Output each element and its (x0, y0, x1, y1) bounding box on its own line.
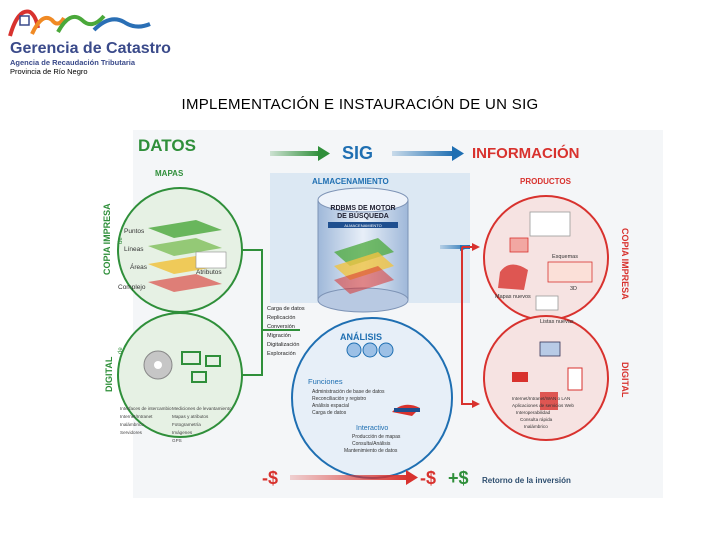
informacion-heading: INFORMACIÓN (472, 144, 580, 162)
logo-mark (8, 9, 151, 37)
product-item-3: Listas nuevas (540, 319, 574, 325)
stack-layer-2 (334, 252, 394, 280)
rdbms-line-1: RDBMS DE MOTOR (330, 205, 395, 212)
digital-info-0: Internet/Intranet/WAN o LAN (512, 396, 570, 401)
layer-complex-map (148, 274, 222, 292)
sig-heading: SIG (342, 143, 373, 163)
process-2: Conversión (267, 324, 295, 330)
new-list-sheet (535, 295, 559, 311)
arrow-sig-info (392, 151, 454, 156)
datos-mapas-label: MAPAS (155, 169, 184, 178)
digital-info-3: Consulta rápida (520, 417, 553, 422)
logo-province: Provincia de Río Negro (10, 67, 88, 76)
sig-to-info-connector (461, 247, 476, 405)
rdbms-line-2: DE BÚSQUEDA (337, 211, 389, 220)
plus-dollar: +$ (448, 468, 469, 488)
digital-right-0: Mediciones de levantamiento (172, 406, 232, 411)
info-copia-label: COPIA IMPRESA (620, 228, 630, 300)
digital-right-3: Imágenes (172, 430, 193, 435)
digital-left-3: Servidores (120, 430, 143, 435)
logo-swoosh-green (56, 14, 106, 33)
digital-right-2: Fotogrametría (172, 422, 201, 427)
process-3: Migración (267, 333, 291, 339)
datos-copia-label: COPIA IMPRESA (102, 203, 112, 275)
layer-label-areas: Áreas (130, 262, 148, 271)
layer-points-map (148, 220, 222, 238)
device-icon (567, 367, 583, 391)
server-icon (540, 392, 558, 410)
minus-dollar-mid: -$ (420, 468, 436, 488)
digital-left-2: Inalámbrico (120, 422, 144, 427)
logo-subtitle: Agencia de Recaudación Tributaria (10, 58, 136, 67)
interactivo-item-0: Producción de mapas (352, 434, 401, 440)
logo-swoosh-blue (92, 17, 151, 32)
arrow-sig-info-head (452, 146, 464, 161)
info-digital-label: DIGITAL (620, 362, 630, 398)
datos-digital-label: DIGITAL (104, 356, 114, 392)
interactivo-item-1: Consulta/Análisis (352, 441, 391, 447)
funciones-item-3: Carga de datos (312, 410, 347, 416)
gear-icon (346, 342, 362, 358)
info-digital-circle (483, 315, 609, 441)
layer-label-lines: Líneas (124, 246, 144, 253)
stack-layer-3 (334, 266, 394, 294)
process-4: Digitalización (267, 342, 299, 348)
digital-info-2: Interoperabilidad (516, 410, 551, 415)
product-item-0: Esquemas (552, 254, 578, 260)
funciones-item-1: Reconciliación y registro (312, 396, 366, 402)
attributes-label: Atributos (196, 269, 222, 276)
product-item-2: Mapas nuevos (495, 294, 531, 300)
chart-sheet (509, 237, 529, 253)
datos-heading: DATOS (138, 136, 196, 155)
schema-sheet (529, 211, 571, 237)
arrow-datos-sig-head (318, 146, 330, 161)
attributes-table (195, 251, 227, 269)
interactivo-label: Interactivo (356, 425, 388, 432)
page-title: IMPLEMENTACIÓN E INSTAURACIÓN DE UN SIG (181, 96, 539, 113)
digital-right-4: GPS (172, 438, 182, 443)
layer-label-complex: Complejo (118, 284, 146, 291)
monitor-icon (539, 341, 561, 357)
process-5: Exploración (267, 351, 296, 357)
product-item-1: 3D (570, 286, 577, 292)
stack-layer-1 (334, 238, 394, 266)
funciones-item-0: Administración de base de datos (312, 389, 385, 395)
logo-name: Gerencia de Catastro (10, 40, 171, 57)
productos-label: PRODUCTOS (520, 177, 572, 186)
cd-hole (154, 361, 162, 369)
layer-lines-map (148, 238, 222, 256)
datos-to-sig-connector (242, 249, 300, 331)
funciones-item-2: Análisis espacial (312, 403, 349, 409)
process-0: Carga de datos (267, 306, 305, 312)
arrow-datos-sig (270, 151, 320, 156)
process-1: Replicación (267, 315, 295, 321)
datos-copia-de: de (118, 237, 124, 244)
datos-digital-de: de (118, 347, 124, 354)
almacenamiento-label: ALMACENAMIENTO (312, 177, 389, 186)
arrow-sig-productos (440, 245, 470, 249)
funciones-label: Funciones (308, 377, 343, 386)
new-map-shape (498, 264, 528, 290)
network-icon (181, 351, 201, 365)
almacenamiento-band (328, 222, 398, 228)
interactivo-item-2: Mantenimiento de datos (344, 448, 398, 454)
digital-info-4: Inalámbrico (524, 424, 548, 429)
analisis-label: ANÁLISIS (340, 332, 382, 342)
retorno-label: Retorno de la inversión (482, 476, 571, 485)
logo-swoosh-red (8, 9, 40, 37)
arrow-bottom (290, 475, 410, 480)
3d-sheet (547, 261, 593, 283)
logo-swoosh-orange (30, 15, 66, 35)
almacenamiento-small: ALMACENAMIENTO (344, 223, 382, 228)
digital-left-0: Interfaces de intercambio (120, 406, 172, 411)
digital-left-1: Internet/Intranet (120, 414, 153, 419)
digital-right-1: Mapas y atributos (172, 414, 209, 419)
printer-icon (512, 372, 528, 382)
digital-info-1: Aplicaciones de servicios Web (512, 403, 574, 408)
database-cylinder-top (317, 187, 409, 213)
minus-dollar-left: -$ (262, 468, 278, 488)
layer-label-points: Puntos (124, 228, 145, 235)
